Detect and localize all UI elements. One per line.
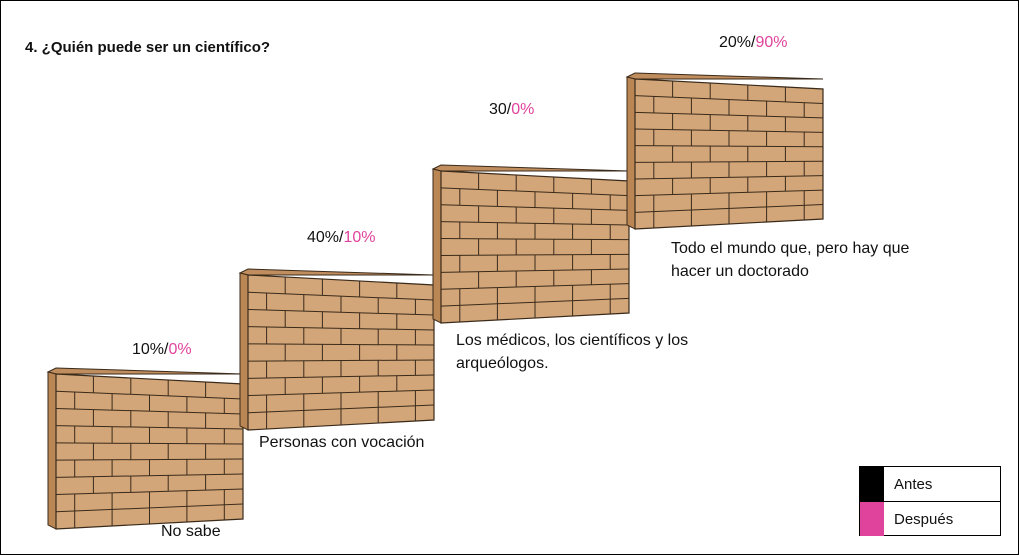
step-4-label-line-1: Todo el mundo que, pero hay que bbox=[671, 240, 910, 257]
brick-wall-4 bbox=[625, 72, 824, 230]
wall-top-ledge bbox=[431, 164, 630, 172]
brick-wall-1 bbox=[46, 367, 244, 530]
step-2-separator: / bbox=[339, 229, 344, 246]
legend: Antes Después bbox=[859, 466, 1001, 536]
step-1-label: No sabe bbox=[161, 520, 221, 543]
wall-top-ledge bbox=[625, 72, 824, 80]
step-1-after: 0% bbox=[168, 341, 192, 358]
step-4-after: 90% bbox=[755, 34, 788, 51]
legend-label-antes: Antes bbox=[894, 475, 933, 493]
step-4-separator: / bbox=[751, 34, 756, 51]
step-2-label: Personas con vocación bbox=[259, 431, 424, 454]
step-1-label-line: No sabe bbox=[161, 523, 221, 540]
step-2-label-line: Personas con vocación bbox=[259, 434, 425, 451]
brick-wall-2 bbox=[238, 268, 435, 431]
step-1-separator: / bbox=[164, 341, 169, 358]
step-4-before: 20% bbox=[719, 34, 752, 51]
step-3-after: 0% bbox=[511, 101, 535, 118]
mortar-row bbox=[440, 268, 630, 273]
step-1-before: 10% bbox=[132, 341, 165, 358]
wall-side-face bbox=[239, 272, 249, 431]
wall-top-ledge bbox=[238, 268, 435, 276]
mortar-row bbox=[634, 128, 824, 133]
step-1-percent: 10%/0% bbox=[132, 341, 192, 359]
brick-wall-3 bbox=[431, 164, 630, 324]
legend-swatch-despues bbox=[860, 502, 884, 536]
mortar-row bbox=[55, 425, 244, 430]
wall-side-face bbox=[626, 76, 636, 230]
step-3-label-line-2: arqueólogos. bbox=[456, 355, 549, 372]
step-3-label-line-1: Los médicos, los científicos y los bbox=[456, 332, 689, 349]
step-3-separator: / bbox=[506, 101, 512, 118]
wall-top-ledge bbox=[46, 367, 244, 375]
legend-item-despues: Después bbox=[860, 501, 1000, 536]
legend-label-despues: Después bbox=[894, 510, 954, 528]
page-title: 4. ¿Quién puede ser un científico? bbox=[25, 39, 271, 56]
wall-side-face bbox=[47, 371, 57, 530]
mortar-row bbox=[634, 175, 824, 180]
step-2-percent: 40%/10% bbox=[307, 229, 376, 247]
mortar-row bbox=[247, 374, 435, 379]
step-2-after: 10% bbox=[343, 229, 376, 246]
step-3-label: Los médicos, los científicos y los arque… bbox=[456, 329, 688, 375]
legend-swatch-antes bbox=[860, 467, 884, 501]
step-3-percent: 30/0% bbox=[489, 101, 534, 119]
step-2-before: 40% bbox=[307, 229, 340, 246]
wall-side-face bbox=[432, 168, 442, 324]
step-3-before: 30 bbox=[489, 101, 507, 118]
step-4-percent: 20%/90% bbox=[719, 34, 788, 52]
mortar-row bbox=[247, 326, 435, 331]
mortar-row bbox=[55, 473, 244, 478]
step-4-label: Todo el mundo que, pero hay que hacer un… bbox=[671, 237, 909, 283]
legend-item-antes: Antes bbox=[860, 467, 1000, 501]
step-4-label-line-2: hacer un doctorado bbox=[671, 263, 809, 280]
